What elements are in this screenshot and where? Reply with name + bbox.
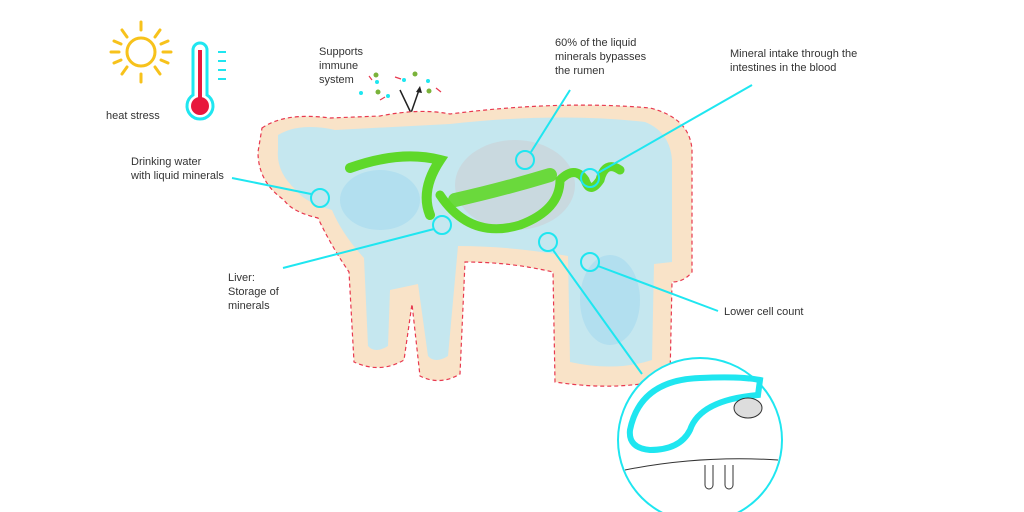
digestive-tract (345, 151, 625, 234)
heat-stress-label: heat stress (106, 110, 160, 122)
intestine-label: Mineral intake through the intestines in… (730, 48, 858, 74)
immune-particles (359, 71, 442, 114)
udder-inset (617, 357, 783, 512)
sun-icon (109, 20, 173, 84)
thermometer-icon (185, 41, 226, 121)
callouts (231, 84, 753, 375)
immune-label: Supports immune system (319, 46, 364, 86)
liver-label: Liver: Storage of minerals (228, 272, 279, 312)
drinking-water-label: Drinking water with liquid minerals (131, 156, 224, 182)
cell-count-label: Lower cell count (724, 306, 804, 318)
bypass-label: 60% of the liquid minerals bypasses the … (555, 37, 647, 77)
